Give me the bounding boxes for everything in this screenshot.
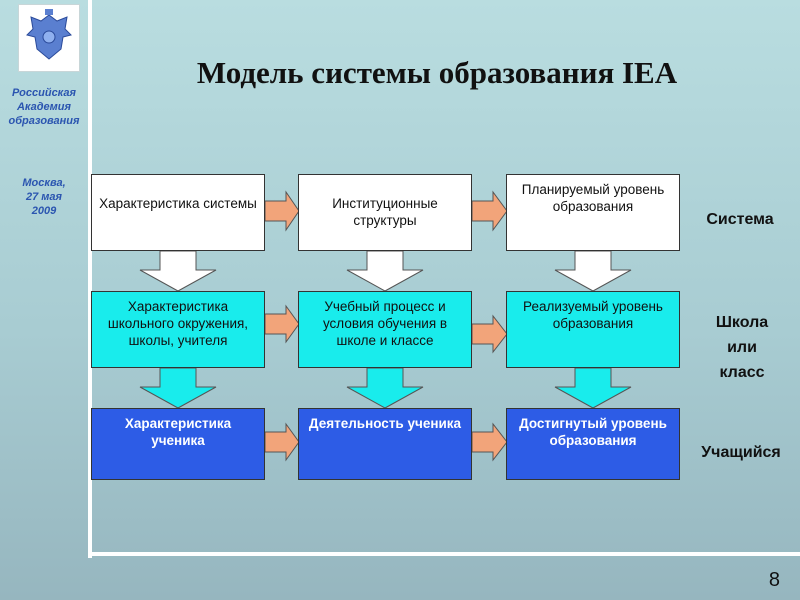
arrow-c2-r1-r2 — [346, 250, 424, 292]
box-planned-level: Планируемый уровень образования — [506, 174, 680, 251]
date: 27 мая — [25, 191, 63, 203]
org-line-3: образования — [8, 115, 80, 127]
arrow-c3-r2-r3 — [554, 367, 632, 409]
arrow-r2-c2-c3 — [471, 314, 508, 354]
level-label-system: Система — [706, 211, 774, 228]
box-implemented-level: Реализуемый уровень образования — [506, 291, 680, 368]
org-line-2: Академия — [16, 101, 72, 113]
bottom-divider — [88, 552, 800, 556]
box-achieved-level: Достигнутый уровень образования — [506, 408, 680, 480]
arrow-c2-r2-r3 — [346, 367, 424, 409]
organization-name: Российская Академия образования — [0, 86, 88, 128]
box-student-activity: Деятельность ученика — [298, 408, 472, 480]
arrow-r3-c1-c2 — [264, 422, 300, 462]
box-institutional-structures: Институционные структуры — [298, 174, 472, 251]
slide-title: Модель системы образования IEA — [196, 55, 678, 90]
page-number: 8 — [768, 569, 780, 591]
arrow-r3-c2-c3 — [471, 422, 508, 462]
level-label-student: Учащийся — [701, 444, 781, 461]
sidebar-divider — [88, 0, 92, 558]
city: Москва, — [22, 177, 66, 189]
arrow-c1-r1-r2 — [139, 250, 217, 292]
level-label-school-line-2: или — [727, 339, 757, 356]
arrow-c1-r2-r3 — [139, 367, 217, 409]
org-line-1: Российская — [11, 87, 76, 99]
level-label-school-line-1: Школа — [715, 314, 769, 331]
location-date: Москва, 27 мая 2009 — [0, 176, 88, 218]
box-student-characteristics: Характеристика ученика — [91, 408, 265, 480]
year: 2009 — [31, 205, 57, 217]
arrow-r1-c1-c2 — [264, 190, 300, 232]
arrow-c3-r1-r2 — [554, 250, 632, 292]
level-label-school: Школа или класс — [692, 310, 792, 385]
arrow-r2-c1-c2 — [264, 304, 300, 344]
box-system-characteristics: Характеристика системы — [91, 174, 265, 251]
box-school-environment: Характеристика школьного окружения, школ… — [91, 291, 265, 368]
level-label-school-line-3: класс — [719, 364, 765, 381]
coat-of-arms-icon — [18, 4, 80, 72]
arrow-r1-c2-c3 — [471, 190, 508, 232]
box-learning-process: Учебный процесс и условия обучения в шко… — [298, 291, 472, 368]
